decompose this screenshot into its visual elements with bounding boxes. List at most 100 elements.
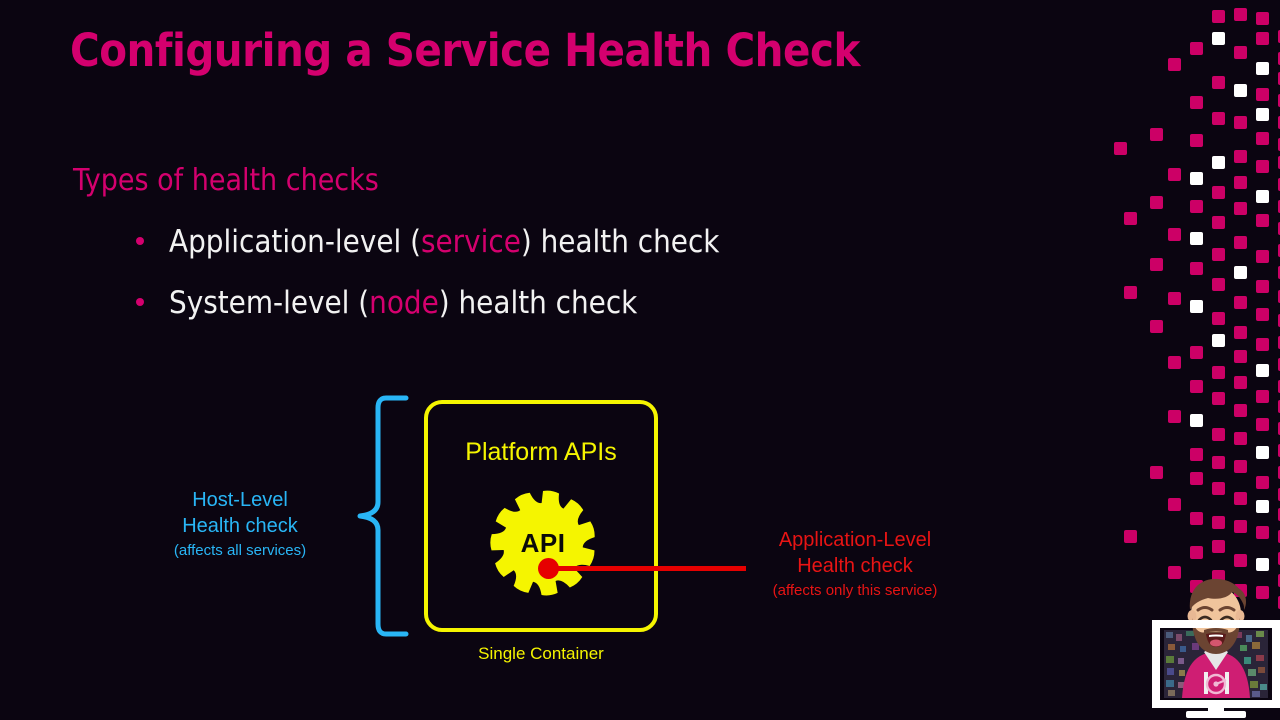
pixel-square: [1234, 8, 1247, 21]
pixel-square: [1234, 432, 1247, 445]
pixel-square: [1256, 250, 1269, 263]
pixel-square: [1190, 42, 1203, 55]
pixel-square: [1190, 96, 1203, 109]
pixel-square: [1150, 258, 1163, 271]
bullet-text-pre: Application-level (: [169, 224, 421, 260]
pixel-square: [1190, 232, 1203, 245]
gear-api-label: API: [520, 527, 566, 558]
bullet-dot-icon: [136, 237, 144, 245]
pixel-square: [1256, 476, 1269, 489]
pixel-square: [1256, 446, 1269, 459]
pixel-square: [1124, 530, 1137, 543]
pixel-square: [1150, 196, 1163, 209]
pixel-square: [1256, 364, 1269, 377]
single-container-caption: Single Container: [478, 644, 604, 663]
pixel-square: [1256, 338, 1269, 351]
pixel-square: [1256, 280, 1269, 293]
pixel-square: [1256, 62, 1269, 75]
pixel-square: [1212, 10, 1225, 23]
pixel-square: [1212, 248, 1225, 261]
pixel-square: [1212, 516, 1225, 529]
pixel-square: [1150, 128, 1163, 141]
pixel-square: [1212, 456, 1225, 469]
platform-apis-label: Platform APIs: [465, 438, 617, 466]
host-level-brace: [357, 395, 409, 637]
bullet-text: System-level (node) health check: [169, 285, 637, 321]
page-title: Configuring a Service Health Check: [70, 24, 860, 77]
pixel-square: [1168, 58, 1181, 71]
pixel-square: [1234, 554, 1247, 567]
pixel-square: [1234, 350, 1247, 363]
pixel-square: [1212, 366, 1225, 379]
pixel-square: [1212, 112, 1225, 125]
presenter-avatar-icon: [1152, 578, 1280, 718]
pixel-square: [1190, 448, 1203, 461]
pixel-square: [1234, 404, 1247, 417]
single-container-box: [424, 400, 658, 632]
bullet-text-highlight: node: [369, 285, 439, 321]
pixel-square: [1256, 214, 1269, 227]
pixel-square: [1212, 278, 1225, 291]
app-note-line3: (affects only this service): [772, 582, 938, 600]
pixel-square: [1256, 132, 1269, 145]
pixel-square: [1234, 236, 1247, 249]
pixel-square: [1190, 262, 1203, 275]
pixel-square: [1256, 526, 1269, 539]
pixel-square: [1256, 108, 1269, 121]
application-health-connector-dot: [538, 558, 559, 579]
pixel-square: [1256, 32, 1269, 45]
pixel-square: [1212, 156, 1225, 169]
pixel-square: [1168, 292, 1181, 305]
pixel-square: [1190, 172, 1203, 185]
bullet-text-post: ) health check: [520, 224, 720, 260]
pixel-square: [1234, 46, 1247, 59]
pixel-square: [1212, 482, 1225, 495]
pixel-square: [1190, 346, 1203, 359]
pixel-square: [1212, 32, 1225, 45]
section-heading: Types of health checks: [73, 163, 379, 198]
pixel-square: [1124, 212, 1137, 225]
pixel-square: [1190, 546, 1203, 559]
host-note-line3: (affects all services): [173, 542, 307, 560]
pixel-square: [1234, 202, 1247, 215]
pixel-square: [1256, 160, 1269, 173]
bullet-item-system-level: System-level (node) health check: [136, 285, 637, 321]
pixel-square: [1212, 540, 1225, 553]
bullet-dot-icon: [136, 298, 144, 306]
pixel-square: [1234, 520, 1247, 533]
pixel-square: [1234, 296, 1247, 309]
pixel-square: [1256, 308, 1269, 321]
pixel-square: [1212, 392, 1225, 405]
pixel-square: [1124, 286, 1137, 299]
pixel-square: [1190, 472, 1203, 485]
pixel-square: [1190, 200, 1203, 213]
pixel-square: [1256, 500, 1269, 513]
pixel-square: [1256, 558, 1269, 571]
pixel-square: [1256, 390, 1269, 403]
pixel-square: [1114, 142, 1127, 155]
pixel-square: [1168, 498, 1181, 511]
pixel-square: [1168, 168, 1181, 181]
pixel-square: [1256, 190, 1269, 203]
pixel-square: [1256, 88, 1269, 101]
pixel-square: [1234, 492, 1247, 505]
pixel-square: [1234, 326, 1247, 339]
pixel-square: [1234, 376, 1247, 389]
pixel-square: [1190, 300, 1203, 313]
host-note-line2: Health check: [182, 514, 298, 537]
pixel-square: [1234, 176, 1247, 189]
pixel-square: [1212, 186, 1225, 199]
pixel-square: [1190, 512, 1203, 525]
pixel-square: [1150, 466, 1163, 479]
bullet-text: Application-level (service) health check: [169, 224, 719, 260]
bullet-text-post: ) health check: [438, 285, 638, 321]
pixel-square: [1190, 134, 1203, 147]
application-health-connector-line: [548, 566, 746, 571]
host-level-note: Host-Level Health check (affects all ser…: [130, 488, 350, 560]
bullet-text-pre: System-level (: [169, 285, 370, 321]
pixel-square: [1234, 150, 1247, 163]
app-note-line2: Health check: [797, 554, 913, 577]
pixel-square: [1256, 418, 1269, 431]
pixel-square: [1190, 414, 1203, 427]
